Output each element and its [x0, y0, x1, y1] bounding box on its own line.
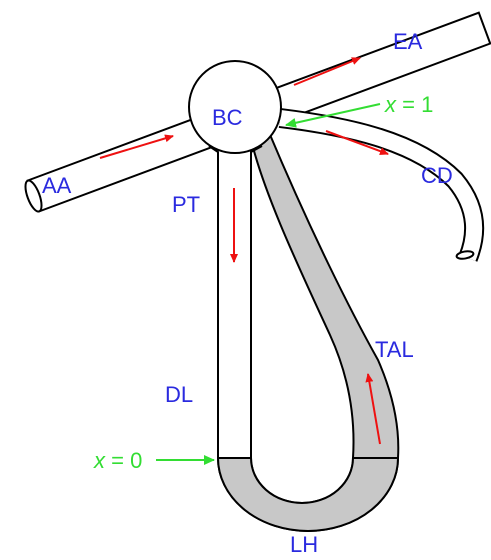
label-bc: BC [212, 105, 243, 130]
label-tal: TAL [375, 337, 414, 362]
label-pt: PT [172, 192, 200, 217]
label-x-equals-1: x = 1 [384, 92, 433, 117]
label-cd: CD [421, 163, 453, 188]
x-value: = 1 [396, 92, 433, 117]
label-ea: EA [393, 29, 423, 54]
x-value: = 0 [105, 448, 142, 473]
label-aa: AA [42, 173, 72, 198]
thick-ascending-limb [250, 130, 398, 458]
label-dl: DL [165, 382, 193, 407]
loop-thick-segment [218, 458, 398, 531]
label-x-equals-0: x = 0 [93, 448, 142, 473]
label-lh: LH [290, 532, 318, 557]
